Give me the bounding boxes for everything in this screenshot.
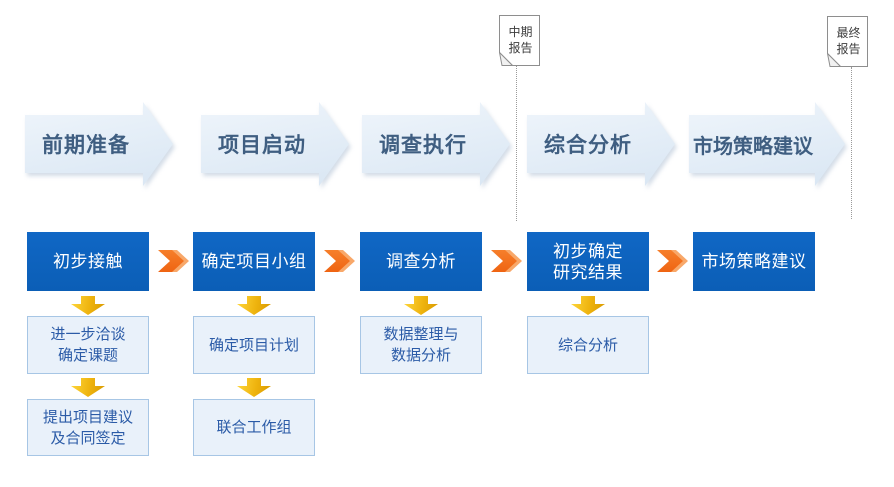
substep-label: 联合工作组 — [216, 419, 292, 436]
stage-label: 综合分析 — [544, 134, 632, 157]
note-label: 最终 报告 — [836, 25, 861, 56]
step-box-3: 调查分析 — [360, 232, 482, 291]
chevron-arrow-shape: 调查执行 — [362, 102, 510, 186]
step-box-2: 确定项目小组 — [193, 232, 315, 291]
substep-label: 综合分析 — [557, 336, 618, 354]
down-arrow-icon — [237, 378, 271, 397]
substep-box-1-2: 提出项目建议 及合同签定 — [27, 399, 149, 456]
stage-label: 市场策略建议 — [693, 135, 813, 158]
step-box-4: 初步确定 研究结果 — [527, 232, 649, 291]
step-label: 市场策略建议 — [701, 252, 807, 271]
stage-chevron-1: 前期准备 — [25, 102, 173, 186]
stage-label: 前期准备 — [42, 134, 130, 157]
dotted-connector-midterm — [516, 66, 517, 221]
chevron-arrow-shape: 项目启动 — [201, 102, 349, 186]
down-arrow-icon — [237, 296, 271, 315]
step-box-5: 市场策略建议 — [693, 232, 815, 291]
chevron-front — [324, 250, 350, 272]
substep-label: 提出项目建议 及合同签定 — [42, 408, 133, 447]
substep-box-4-1: 综合分析 — [527, 316, 649, 374]
substep-box-2-2: 联合工作组 — [193, 399, 315, 456]
substep-label: 确定项目计划 — [208, 336, 299, 354]
substep-label: 进一步洽谈 确定课题 — [50, 326, 126, 364]
stage-chevron-5: 市场策略建议 — [689, 102, 845, 186]
substep-box-1-1: 进一步洽谈 确定课题 — [27, 316, 149, 374]
chevron-arrow-shape: 市场策略建议 — [689, 102, 845, 186]
stage-label: 项目启动 — [218, 134, 306, 157]
dotted-connector-final — [851, 67, 852, 219]
right-arrow-icon — [657, 250, 688, 272]
stage-chevron-2: 项目启动 — [201, 102, 349, 186]
chevron-arrow-shape: 前期准备 — [25, 102, 173, 186]
folded-page-icon — [827, 16, 868, 67]
down-arrow-icon — [404, 296, 438, 315]
step-label: 初步接触 — [53, 252, 123, 271]
right-arrow-icon — [491, 250, 522, 272]
down-arrow-icon — [571, 296, 605, 315]
report-note-midterm: 中期 报告 — [499, 15, 540, 66]
right-arrow-icon — [324, 250, 355, 272]
stage-chevron-3: 调查执行 — [362, 102, 510, 186]
step-label: 调查分析 — [386, 252, 456, 271]
chevron-front — [657, 250, 683, 272]
step-label: 初步确定 研究结果 — [553, 241, 623, 282]
chevron-front — [158, 250, 184, 272]
step-label: 确定项目小组 — [201, 252, 307, 271]
report-note-final: 最终 报告 — [827, 16, 868, 67]
right-arrow-icon — [158, 250, 189, 272]
down-arrow-icon — [71, 378, 105, 397]
substep-label: 数据整理与 数据分析 — [383, 326, 459, 364]
down-arrow-icon — [71, 296, 105, 315]
step-box-1: 初步接触 — [27, 232, 149, 291]
substep-box-2-1: 确定项目计划 — [193, 316, 315, 374]
stage-chevron-4: 综合分析 — [527, 102, 675, 186]
stage-label: 调查执行 — [379, 134, 467, 157]
folded-page-icon — [499, 15, 540, 66]
chevron-arrow-shape: 综合分析 — [527, 102, 675, 186]
chevron-front — [491, 250, 517, 272]
substep-box-3-1: 数据整理与 数据分析 — [360, 316, 482, 374]
note-label: 中期 报告 — [508, 24, 533, 55]
